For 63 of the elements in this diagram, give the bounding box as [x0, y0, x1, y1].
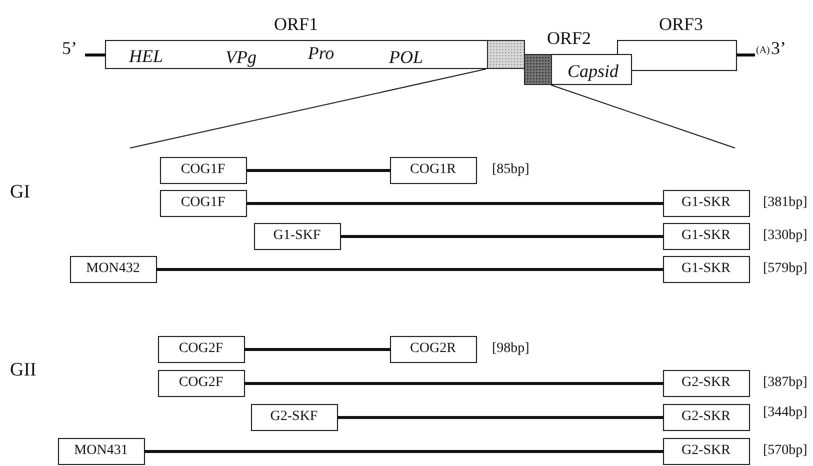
- genogroup-label: GI: [10, 182, 30, 202]
- primer-box: [390, 336, 477, 363]
- primer-name: COG1F: [180, 163, 226, 177]
- amplicon-line: [145, 450, 663, 453]
- amplicon-size: [387bp]: [763, 376, 808, 390]
- amplicon-size: [381bp]: [763, 196, 808, 210]
- primer-name: MON432: [86, 262, 140, 276]
- primer-name: COG1F: [180, 196, 226, 210]
- primer-name: COG2F: [178, 376, 224, 390]
- primer-box: [663, 223, 750, 250]
- primer-box: [251, 404, 338, 431]
- primer-name: COG2F: [178, 342, 224, 356]
- amplicon-line: [245, 382, 663, 385]
- primer-box: [70, 256, 157, 283]
- genogroup-label: GII: [10, 360, 36, 380]
- primer-box: [254, 223, 341, 250]
- amplicon-line: [338, 416, 663, 419]
- amplicon-line: [247, 202, 663, 205]
- primer-box: [158, 370, 245, 397]
- primer-name: G2-SKR: [682, 444, 730, 458]
- shaded-region: [524, 54, 552, 84]
- amplicon-line: [247, 169, 390, 172]
- amplicon-size: [570bp]: [763, 444, 808, 458]
- primer-name: G2-SKR: [682, 410, 730, 424]
- region-label: Capsid: [568, 62, 618, 80]
- amplicon-size: [344bp]: [763, 406, 808, 420]
- primer-name: G2-SKR: [682, 376, 730, 390]
- primer-name: G1-SKF: [273, 229, 321, 243]
- primer-box: [663, 256, 750, 283]
- amplicon-size: [579bp]: [763, 262, 808, 276]
- amplicon-size: [98bp]: [492, 342, 530, 356]
- primer-name: G1-SKR: [682, 262, 730, 276]
- amplicon-size: [85bp]: [492, 163, 530, 177]
- primer-box: [663, 438, 750, 465]
- region-label: Pro: [308, 44, 334, 62]
- primer-box: [160, 157, 247, 184]
- primer-name: COG1R: [410, 163, 456, 177]
- primer-name: MON431: [74, 444, 128, 458]
- poly-a-label: (A): [756, 46, 770, 56]
- orf-label: ORF1: [274, 15, 318, 33]
- region-label: HEL: [129, 47, 163, 65]
- strand-end-label: 3’: [771, 39, 786, 57]
- orf-label: ORF3: [659, 15, 703, 33]
- primer-box: [663, 370, 750, 397]
- primer-box: [663, 404, 750, 431]
- primer-box: [160, 190, 247, 217]
- shaded-region: [486, 40, 524, 68]
- primer-name: G2-SKF: [270, 410, 318, 424]
- strand-end-label: 5’: [62, 39, 77, 57]
- amplicon-size: [330bp]: [763, 229, 808, 243]
- amplicon-line: [341, 235, 663, 238]
- orf-label: ORF2: [547, 29, 591, 47]
- amplicon-line: [245, 348, 390, 351]
- primer-box: [390, 157, 477, 184]
- primer-name: G1-SKR: [682, 229, 730, 243]
- primer-box: [58, 438, 145, 465]
- region-label: POL: [389, 48, 423, 66]
- primer-box: [158, 336, 245, 363]
- primer-name: COG2R: [410, 342, 456, 356]
- primer-name: G1-SKR: [682, 196, 730, 210]
- amplicon-line: [157, 268, 663, 271]
- region-label: VPg: [226, 48, 256, 66]
- primer-box: [663, 190, 750, 217]
